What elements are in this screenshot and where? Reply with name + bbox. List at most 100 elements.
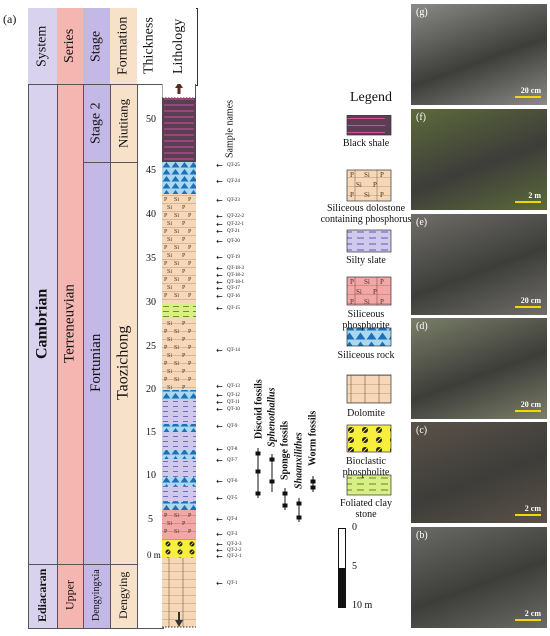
p-symbol: P	[182, 337, 186, 343]
sample-label: QT-15	[227, 306, 240, 311]
sample-pointer-arrow: ←	[216, 530, 223, 539]
p-symbol: P	[188, 293, 192, 299]
sample-label: QT-2-3	[227, 542, 242, 547]
sample-label: QT-22-2	[227, 214, 245, 219]
scale-mid: 5	[352, 561, 357, 572]
si-symbol: Si	[174, 345, 180, 351]
sample-pointer-arrow: ←	[216, 546, 223, 555]
si-symbol: Si	[167, 321, 173, 327]
sample-pointer-arrow: ←	[216, 196, 223, 205]
photo-scale-bar	[515, 201, 541, 203]
field-photo-c: (c)2 cm	[411, 422, 547, 523]
sample-label: QT-23	[227, 198, 240, 203]
thickness-20: 20	[146, 384, 156, 395]
field-photo-f: (f)2 m	[411, 109, 547, 210]
p-symbol: P	[164, 513, 168, 519]
sample-label: QT-20	[227, 239, 240, 244]
photo-tag: (g)	[416, 7, 428, 18]
sample-pointer-arrow: ←	[216, 456, 223, 465]
sample-label: QT-2-1	[227, 554, 242, 559]
sample-pointer-arrow: ←	[216, 540, 223, 549]
thickness-50: 50	[146, 114, 156, 125]
field-photo-b: (b)2 cm	[411, 527, 547, 628]
sample-label: QT-21	[227, 229, 240, 234]
si-symbol: Si	[167, 269, 173, 275]
p-symbol: P	[188, 329, 192, 335]
scale-bar	[338, 528, 346, 608]
photo-tag: (c)	[416, 425, 428, 436]
sample-pointer-arrow: ←	[216, 391, 223, 400]
si-symbol: Si	[167, 353, 173, 359]
sample-pointer-arrow: ←	[216, 405, 223, 414]
si-symbol: Si	[174, 513, 180, 519]
p-symbol: P	[164, 213, 168, 219]
si-symbol: Si	[167, 369, 173, 375]
thickness-40: 40	[146, 209, 156, 220]
legend-si-symbol: Si	[364, 298, 370, 306]
sample-pointer-arrow: ←	[216, 161, 223, 170]
p-symbol: P	[188, 197, 192, 203]
field-photo-g: (g)20 cm	[411, 4, 547, 105]
header-stage: Stage	[83, 8, 110, 84]
legend-label-bioclastic-phospholite: Bioclastic phospholite	[342, 456, 390, 478]
formation-divider-2	[110, 564, 137, 565]
legend-p-symbol: P	[380, 278, 384, 286]
system-ediacaran: Ediacaran	[35, 568, 49, 623]
p-symbol: P	[164, 529, 168, 535]
sample-label: QT-7	[227, 458, 238, 463]
fossil-sponge: Sponge fossils	[279, 420, 291, 480]
p-symbol: P	[182, 385, 186, 391]
fossil-ranges	[255, 448, 316, 522]
field-photo-e: (e)20 cm	[411, 214, 547, 315]
p-symbol: P	[188, 213, 192, 219]
p-symbol: P	[182, 521, 186, 527]
legend-p-symbol: P	[350, 298, 354, 306]
si-symbol: Si	[174, 293, 180, 299]
scale-bottom: 10 m	[352, 600, 373, 611]
header-formation: Formation	[110, 8, 137, 84]
sample-pointer-arrow: ←	[216, 494, 223, 503]
sample-pointer-arrow: ←	[216, 212, 223, 221]
sample-label: QT-17	[227, 286, 240, 291]
p-symbol: P	[182, 253, 186, 259]
thickness-35: 35	[146, 253, 156, 264]
p-symbol: P	[182, 285, 186, 291]
legend-p-symbol: P	[350, 278, 354, 286]
legend-si-symbol: Si	[364, 278, 370, 286]
legend-si-symbol: Si	[364, 171, 370, 179]
sample-pointer-arrow: ←	[216, 515, 223, 524]
sample-label: QT-1	[227, 581, 238, 586]
sample-label: QT-16	[227, 294, 240, 299]
sample-label: QT-25	[227, 163, 240, 168]
formation-column	[110, 84, 139, 629]
field-photo-d: (d)20 cm	[411, 318, 547, 419]
sample-label: QT-3	[227, 532, 238, 537]
si-symbol: Si	[174, 361, 180, 367]
series-upper: Upper	[62, 580, 77, 611]
stage-divider-2	[83, 564, 110, 565]
p-symbol: P	[164, 377, 168, 383]
legend-si-symbol: Si	[364, 191, 370, 199]
p-symbol: P	[164, 245, 168, 251]
si-symbol: Si	[174, 277, 180, 283]
legend-p-symbol: P	[380, 171, 384, 179]
sample-pointer-arrow: ←	[216, 382, 223, 391]
system-cambrian: Cambrian	[33, 288, 51, 360]
sample-pointer-arrow: ←	[216, 552, 223, 561]
sample-label: QT-19	[227, 255, 240, 260]
legend-swatches	[346, 115, 392, 496]
si-symbol: Si	[174, 197, 180, 203]
stage-2: Stage 2	[88, 102, 104, 144]
thickness-0: 0 m	[147, 550, 161, 560]
si-symbol: Si	[167, 385, 173, 391]
sample-pointer-arrow: ←	[216, 278, 223, 287]
sample-pointer-arrow: ←	[216, 346, 223, 355]
legend-title: Legend	[350, 90, 392, 105]
p-symbol: P	[182, 205, 186, 211]
sample-pointer-arrow: ←	[216, 304, 223, 313]
sample-label: QT-5	[227, 496, 238, 501]
sample-pointer-arrow: ←	[216, 227, 223, 236]
si-symbol: Si	[167, 237, 173, 243]
fossil-shaanxilithes: Shaanxilithes	[293, 432, 305, 490]
